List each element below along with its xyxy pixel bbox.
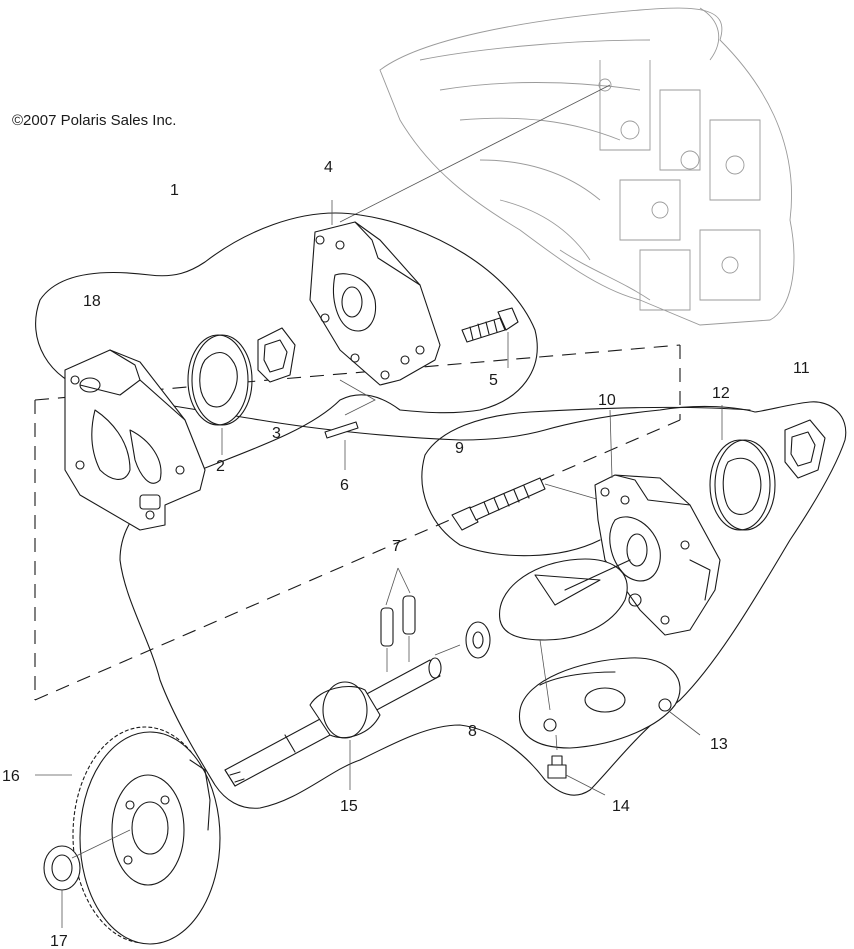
part-13-lower-cover <box>518 639 701 749</box>
part-7-pins <box>380 567 416 672</box>
callout-1: 1 <box>170 182 179 199</box>
callout-4: 4 <box>324 159 333 176</box>
callout-10: 10 <box>598 392 616 409</box>
callout-12: 12 <box>712 385 730 402</box>
part-2-outer-rotor <box>187 334 253 426</box>
copyright-text: ©2007 Polaris Sales Inc. <box>12 112 176 129</box>
part-16-drive-gear <box>35 726 221 945</box>
callout-14: 14 <box>612 798 630 815</box>
part-15-shaft <box>224 657 442 790</box>
callout-5: 5 <box>489 372 498 389</box>
callout-11: 11 <box>793 360 810 377</box>
callout-9: 9 <box>455 440 464 457</box>
callout-7: 7 <box>392 538 401 555</box>
leader-4-to-engine <box>339 84 611 223</box>
callout-18: 18 <box>83 293 101 310</box>
callout-6: 6 <box>340 477 349 494</box>
part-10-pump-body <box>594 474 721 636</box>
part-9-long-bolt <box>451 477 601 531</box>
part-11-inner-rotor <box>784 419 826 479</box>
alignment-dashed-box <box>34 344 681 701</box>
callout-2: 2 <box>216 458 225 475</box>
part-3-inner-rotor <box>257 327 296 383</box>
part-18-pump-cover <box>64 349 206 531</box>
callout-17: 17 <box>50 933 68 949</box>
assembly-11-outline <box>424 406 751 456</box>
washer <box>434 621 491 659</box>
assembly-11-outline-lower <box>421 454 601 557</box>
engine-block-ghost <box>379 7 795 326</box>
part-5-bolt <box>461 307 519 368</box>
part-4-pump-body <box>309 221 441 386</box>
part-6-dowel-pin <box>324 379 376 470</box>
callout-3: 3 <box>272 425 281 442</box>
callout-13: 13 <box>710 736 728 753</box>
part-12-outer-rotor <box>709 405 776 531</box>
part-14-screw <box>547 734 606 796</box>
leader-10 <box>609 409 613 479</box>
callout-15: 15 <box>340 798 358 815</box>
callout-8: 8 <box>468 723 477 740</box>
assembly-1-outline <box>35 212 847 809</box>
callout-16: 16 <box>2 768 20 785</box>
cover-plate <box>499 558 631 641</box>
part-17-washer <box>43 829 131 928</box>
